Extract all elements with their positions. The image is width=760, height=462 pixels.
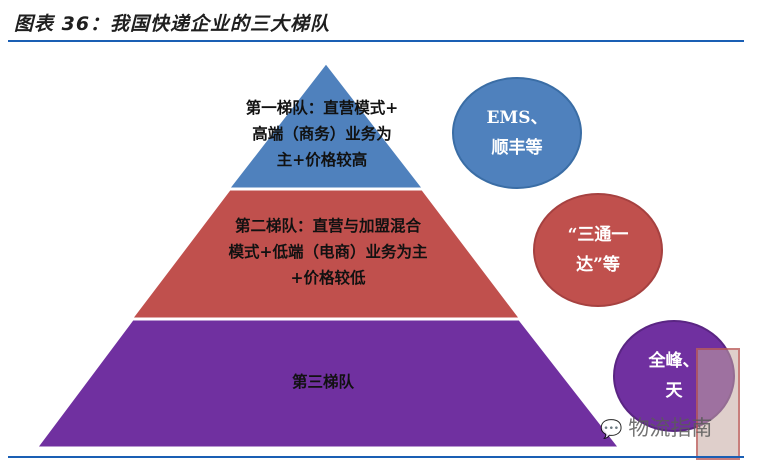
pyramid-tier-2 [131,189,521,319]
circle-tier-2-text: “三通一 达”等 [567,225,629,275]
pyramid-tier-1 [228,63,424,189]
wechat-icon: 💬 [600,419,623,440]
figure-title: 图表 36：我国快递企业的三大梯队 [14,13,331,35]
top-rule [8,40,744,42]
bottom-rule [8,456,744,458]
pyramid-tier-3 [37,319,620,448]
tier-3-label: 第三梯队 [291,372,354,391]
circle-tier-1-companies: EMS、 顺丰等 [452,77,582,189]
tier-1-label: 第一梯队：直营模式+ 高端（商务）业务为 主+价格较高 [245,98,399,169]
pyramid [37,63,620,448]
circle-tier-3-text: 全峰、 天 [648,351,700,401]
watermark: 💬物流指南 [600,412,712,442]
watermark-text: 物流指南 [628,416,713,440]
circle-tier-2-companies: “三通一 达”等 [533,193,663,307]
circle-tier-1-text: EMS、 顺丰等 [486,108,548,158]
tier-2-label: 第二梯队：直营与加盟混合 模式+低端（电商）业务为主 +价格较低 [228,216,428,287]
watermark-logo [696,348,740,460]
